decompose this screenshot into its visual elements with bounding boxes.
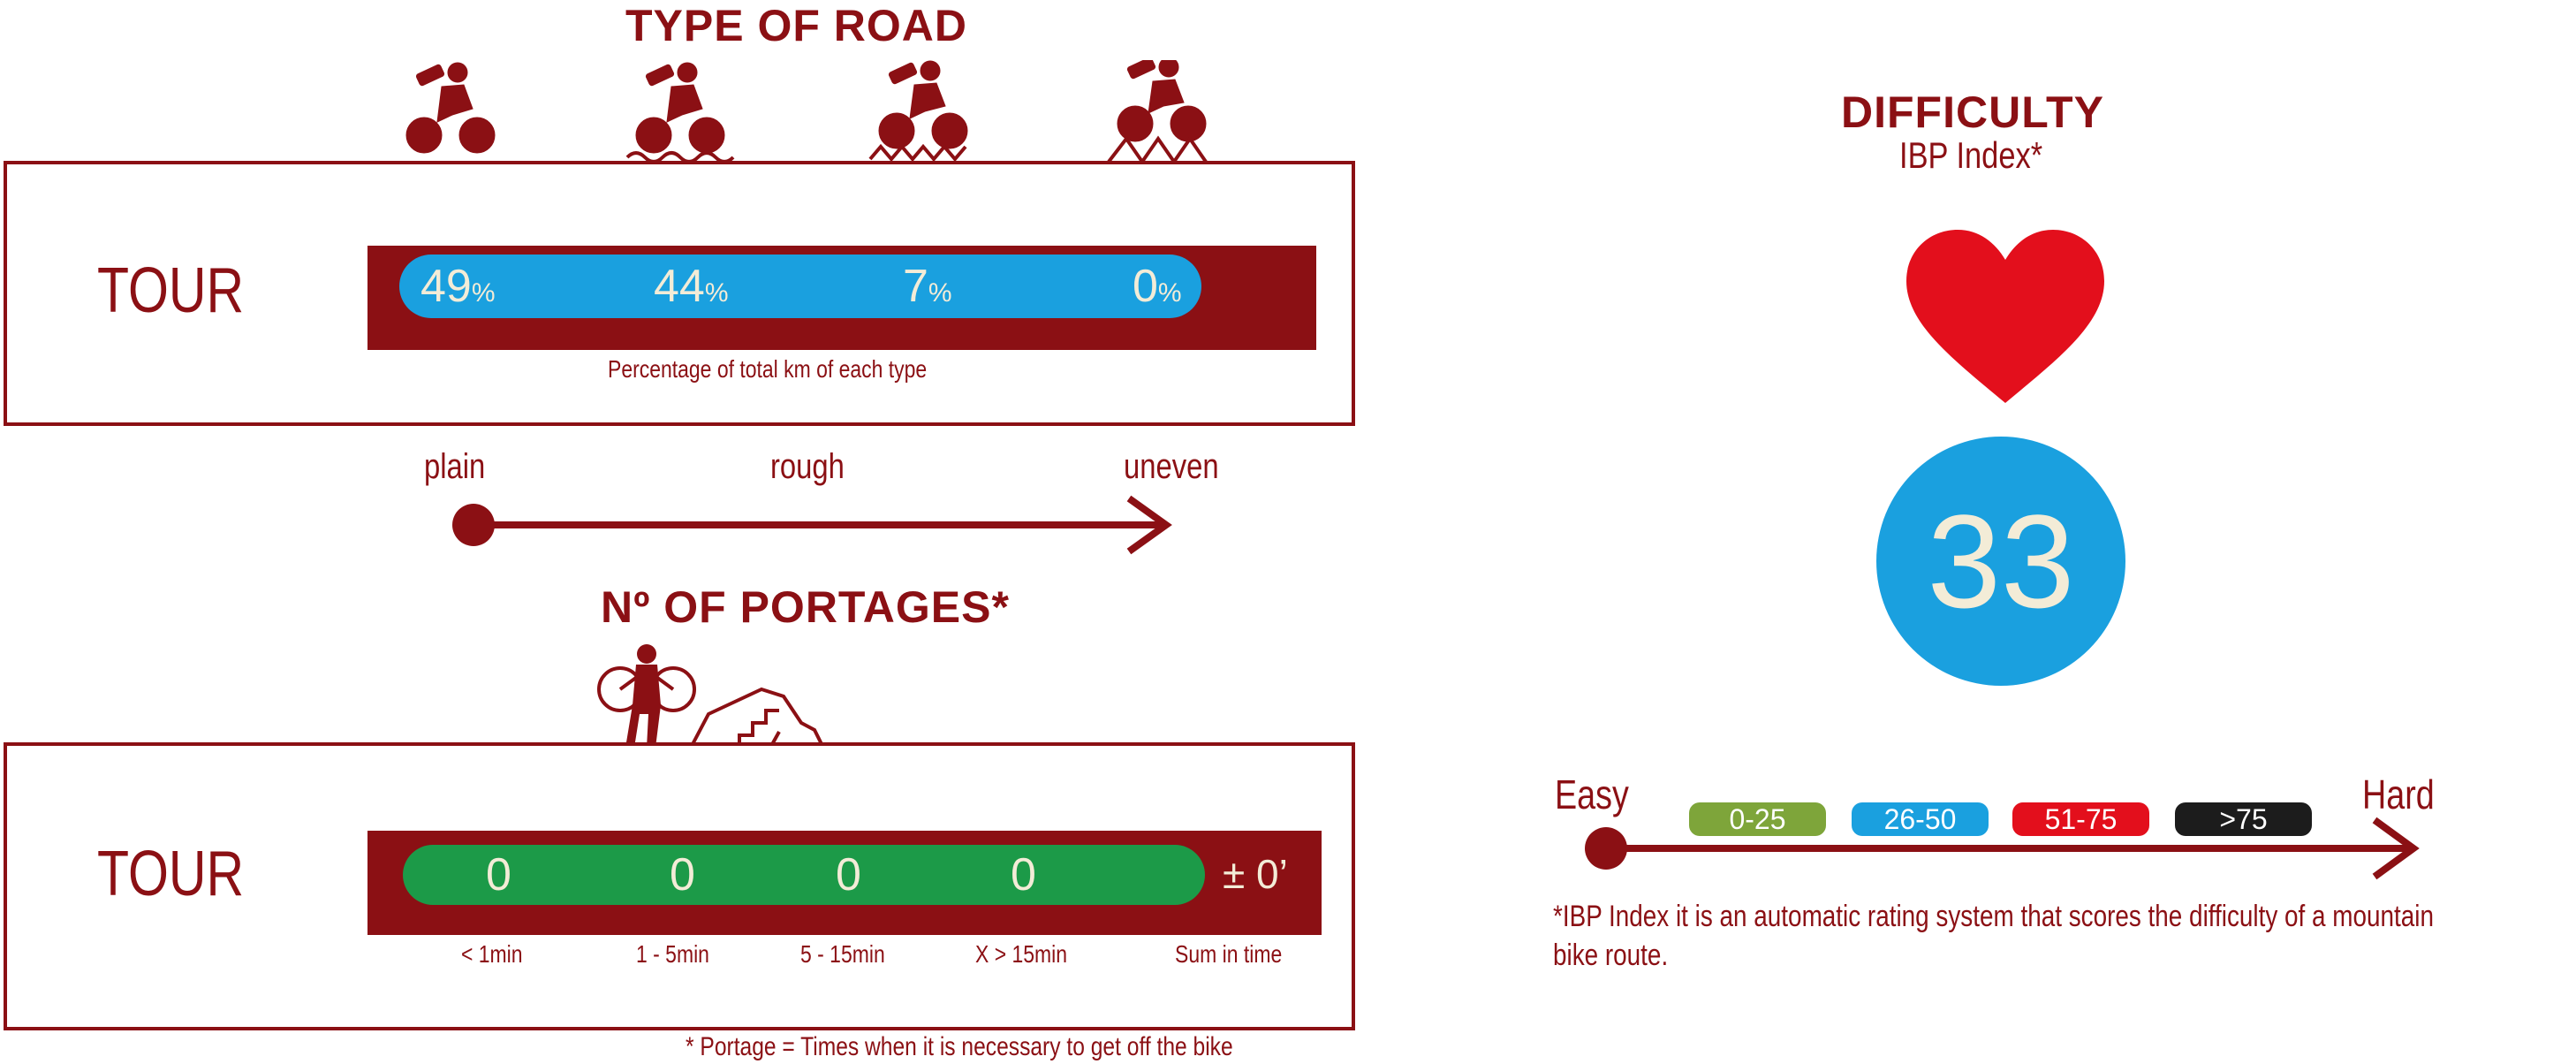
- range-hard-pill: 51-75: [2012, 802, 2149, 836]
- portages-footnote: * Portage = Times when it is necessary t…: [686, 1032, 1233, 1061]
- difficulty-footnote-line1: *IBP Index it is an automatic rating sys…: [1553, 900, 2434, 933]
- portage-label-1-5min: 1 - 5min: [636, 940, 709, 968]
- portage-label-sum: Sum in time: [1175, 940, 1283, 968]
- cyclist-plain-road-icon: [405, 62, 496, 154]
- road-value-rough: 44%: [654, 261, 729, 312]
- road-value-uneven: 0%: [1133, 261, 1182, 312]
- cyclist-rougher-road-icon: [868, 60, 968, 163]
- road-caption: Percentage of total km of each type: [608, 355, 928, 383]
- scale-rough-label: rough: [770, 447, 845, 486]
- scale-plain-label: plain: [424, 447, 486, 486]
- road-type-icons: [405, 60, 1208, 165]
- difficulty-scale-arrow: [1585, 817, 2420, 880]
- portages-tour-label: TOUR: [97, 839, 245, 909]
- road-scale-arrow: [452, 495, 1172, 555]
- cyclist-rough-road-icon: [625, 62, 735, 163]
- ibp-score-circle: [1876, 437, 2125, 686]
- cyclist-uneven-road-icon: [1107, 60, 1208, 165]
- scale-uneven-label: uneven: [1124, 447, 1219, 486]
- road-value-rougher: 7%: [903, 261, 952, 312]
- portage-label-under-1min: < 1min: [461, 940, 523, 968]
- ibp-score-value: 33: [1927, 487, 2075, 635]
- road-value-plain: 49%: [420, 261, 496, 312]
- portages-sum-value: ± 0’: [1223, 851, 1288, 897]
- cyclist-carrying-bike-icon: [597, 644, 841, 749]
- road-title: TYPE OF ROAD: [625, 1, 968, 50]
- heart-icon: [1906, 230, 2104, 403]
- portages-value-5-15min: 0: [836, 849, 861, 901]
- road-tour-label: TOUR: [97, 255, 245, 326]
- hard-label: Hard: [2362, 771, 2435, 817]
- range-moderate-pill: 26-50: [1852, 802, 1989, 836]
- difficulty-footnote-line2: bike route.: [1553, 939, 1669, 972]
- portages-value-pill: [403, 845, 1205, 905]
- portages-value-1-5min: 0: [670, 849, 695, 901]
- portage-label-5-15min: 5 - 15min: [800, 940, 885, 968]
- range-easy-pill: 0-25: [1689, 802, 1826, 836]
- portages-title: Nº OF PORTAGES*: [601, 582, 1010, 632]
- portages-value-over-15min: 0: [1011, 849, 1036, 901]
- difficulty-title: DIFFICULTY: [1841, 87, 2104, 137]
- portages-value-under-1min: 0: [486, 849, 511, 901]
- difficulty-subtitle: IBP Index*: [1899, 134, 2043, 176]
- road-value-pill: [399, 255, 1201, 318]
- portage-label-over-15min: X > 15min: [975, 940, 1068, 968]
- easy-label: Easy: [1555, 771, 1629, 817]
- range-extreme-pill: >75: [2175, 802, 2312, 836]
